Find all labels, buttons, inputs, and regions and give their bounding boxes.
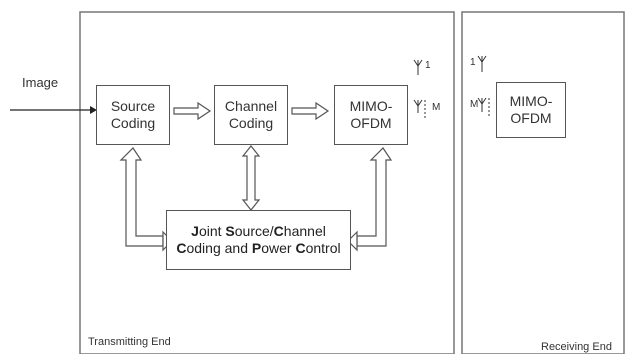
joint-text-segment: hannel xyxy=(283,222,326,239)
rx-mimo-ofdm-block: MIMO- OFDM xyxy=(496,82,566,138)
joint-text-segment: C xyxy=(295,240,306,256)
arrow-channel-joint xyxy=(241,145,261,211)
arrow-joint-to-mimo xyxy=(356,147,393,247)
source-coding-line2: Coding xyxy=(110,115,156,131)
joint-coding-power-control-block: Joint Source/Channel Coding and Power Co… xyxy=(166,210,351,270)
tx-antenna-icons xyxy=(413,59,426,118)
source-coding-line1: Source xyxy=(110,97,156,114)
joint-text-segment: S xyxy=(225,222,235,239)
channel-coding-line2: Coding xyxy=(228,115,274,131)
rx-mimo-ofdm-line2: OFDM xyxy=(510,110,552,126)
joint-text-segment: oint xyxy=(198,222,226,239)
rx-antenna-1-label: 1 xyxy=(470,57,476,68)
rx-antenna-icons xyxy=(477,55,490,118)
joint-text-segment: P xyxy=(251,240,262,256)
channel-coding-block: Channel Coding xyxy=(214,85,288,145)
joint-text-segment: oding and xyxy=(186,240,252,256)
joint-line2: Coding and Power Control xyxy=(176,240,340,258)
tx-mimo-ofdm-line2: OFDM xyxy=(350,115,392,131)
tx-antenna-1-label: 1 xyxy=(425,60,431,71)
source-coding-block: Source Coding xyxy=(96,85,170,145)
joint-text-segment: C xyxy=(273,222,284,239)
joint-line1: Joint Source/Channel xyxy=(176,223,340,241)
tx-mimo-ofdm-block: MIMO- OFDM xyxy=(334,85,408,145)
input-image-label: Image xyxy=(22,75,59,90)
arrowhead-joint-right xyxy=(347,230,358,252)
channel-coding-line1: Channel xyxy=(224,97,278,114)
joint-text-segment: ower xyxy=(261,240,296,256)
tx-mimo-ofdm-line1: MIMO- xyxy=(349,97,393,114)
input-arrowhead xyxy=(90,106,97,114)
rx-mimo-ofdm-line1: MIMO- xyxy=(509,92,553,109)
arrow-source-to-channel xyxy=(173,101,212,121)
rx-antenna-m-label: M xyxy=(470,99,479,110)
joint-text-segment: ource/ xyxy=(234,222,274,239)
transmitting-end-label: Transmitting End xyxy=(88,336,171,348)
tx-antenna-m-label: M xyxy=(432,102,441,113)
joint-text-segment: ontrol xyxy=(305,240,341,256)
arrow-joint-to-source xyxy=(119,147,164,247)
receiving-end-frame xyxy=(461,11,625,354)
joint-text-segment: C xyxy=(176,240,187,256)
arrow-channel-to-mimo xyxy=(291,101,330,121)
receiving-end-label: Receiving End xyxy=(541,341,612,353)
joint-text-segment: J xyxy=(191,222,199,239)
transmitting-end-frame xyxy=(79,11,455,354)
